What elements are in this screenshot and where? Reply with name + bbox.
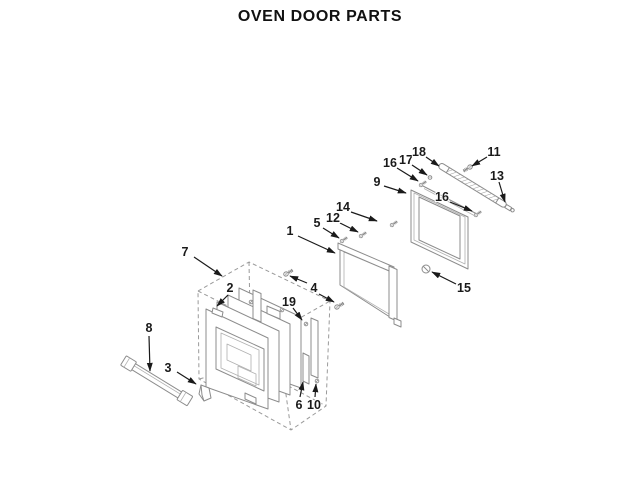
screw-part-14-icon	[389, 219, 399, 228]
callout-arrow	[298, 381, 305, 398]
callout-arrow	[498, 181, 506, 203]
part-callout-2: 2	[216, 280, 235, 307]
callout-arrow	[193, 256, 223, 277]
glass-panel-front	[205, 308, 269, 410]
screw-part-4-icon	[282, 267, 295, 278]
callout-arrow	[339, 222, 359, 233]
callout-arrow	[297, 235, 336, 254]
callout-arrow	[350, 211, 378, 222]
screw-part-10-icon	[314, 378, 320, 384]
callout-arrow	[216, 294, 229, 307]
callout-arrow	[292, 307, 303, 321]
outer-glass-frame-part-9	[410, 189, 469, 270]
window-detail-1	[226, 343, 252, 372]
part-callout-9: 9	[373, 174, 407, 194]
part-number-label: 19	[282, 295, 296, 309]
latch-tab	[244, 392, 257, 405]
callout-arrow	[322, 227, 340, 239]
part-number-label: 8	[146, 321, 153, 335]
part-number-label: 14	[336, 200, 350, 214]
part-callout-13: 13	[489, 168, 506, 203]
part-number-label: 3	[165, 361, 172, 375]
callout-arrow	[425, 156, 440, 167]
page-title: OVEN DOOR PARTS	[237, 8, 403, 25]
callout-arrow	[411, 164, 428, 176]
part-callout-11: 11	[471, 144, 502, 167]
panel-foot	[393, 317, 402, 328]
part-number-label: 10	[307, 398, 321, 412]
screw-part-11-icon	[461, 163, 474, 174]
part-callout-15: 15	[431, 271, 472, 296]
part-callout-16: 16	[434, 189, 473, 212]
screw-part-4-icon	[333, 300, 346, 311]
spacer-block	[266, 305, 281, 320]
part-callout-5: 5	[313, 215, 340, 239]
callout-arrow	[383, 185, 407, 194]
callout-arrow	[318, 293, 335, 303]
part-number-label: 5	[314, 216, 321, 230]
rail-part-10	[310, 317, 319, 379]
part-callout-16: 16	[382, 155, 419, 182]
part-callout-8: 8	[145, 320, 154, 372]
part-number-label: 4	[311, 281, 318, 295]
screw-part-12-icon	[358, 230, 368, 239]
callout-arrow	[176, 371, 197, 385]
washer-part-17-icon	[427, 175, 433, 180]
panel-right-rail	[388, 265, 398, 322]
part-callout-17: 17	[398, 152, 428, 176]
window-cutout-outer	[215, 326, 265, 392]
handle-end-part-13	[504, 204, 515, 213]
part-callout-18: 18	[411, 144, 440, 167]
part-callout-3: 3	[164, 360, 197, 385]
part-number-label: 7	[182, 245, 189, 259]
part-number-label: 15	[457, 281, 471, 295]
screw-part-16-icon	[473, 209, 483, 218]
callout-arrow	[396, 167, 419, 182]
part-number-label: 18	[412, 145, 426, 159]
screw-part-5-icon	[339, 235, 349, 244]
hinge-rail-on-panel	[252, 289, 262, 323]
part-number-label: 13	[490, 169, 504, 183]
side-rails	[302, 317, 320, 385]
part-number-label: 9	[374, 175, 381, 189]
callout-arrow	[289, 275, 308, 284]
lower-handle-part-8	[120, 355, 212, 407]
window-detail-2	[237, 365, 257, 387]
window-cutout-inner	[220, 332, 260, 386]
part-callout-6: 6	[295, 381, 305, 413]
part-callout-1: 1	[286, 223, 336, 254]
grommet-part-15	[421, 264, 431, 274]
part-number-label: 11	[487, 145, 500, 159]
part-number-label: 16	[383, 156, 397, 170]
part-callout-7: 7	[181, 244, 223, 277]
screw-part-19-icon	[303, 321, 309, 327]
bracket-part-2	[211, 307, 224, 318]
callout-arrow	[431, 271, 457, 285]
part-number-label: 6	[296, 398, 303, 412]
part-callout-12: 12	[325, 210, 359, 233]
callout-arrow	[449, 201, 473, 212]
middle-glass-panel-part-1	[337, 242, 402, 328]
part-callout-10: 10	[306, 383, 322, 413]
part-number-label: 12	[326, 211, 340, 225]
part-callout-19: 19	[281, 294, 303, 321]
rail-part-6	[302, 352, 310, 385]
part-number-label: 1	[287, 224, 294, 238]
end-bracket-part-3	[198, 384, 212, 402]
part-callout-14: 14	[335, 199, 378, 222]
door-glass-panel-stack	[205, 287, 302, 410]
callout-arrow	[312, 383, 319, 398]
panel-screw-icon	[248, 299, 254, 305]
callout-arrow	[146, 335, 153, 372]
part-number-label: 17	[399, 153, 413, 167]
door-handle-assembly	[418, 163, 515, 218]
part-callout-4: 4	[289, 275, 335, 303]
callout-arrow	[471, 156, 488, 167]
part-number-label: 16	[435, 190, 449, 204]
part-number-label: 2	[227, 281, 234, 295]
